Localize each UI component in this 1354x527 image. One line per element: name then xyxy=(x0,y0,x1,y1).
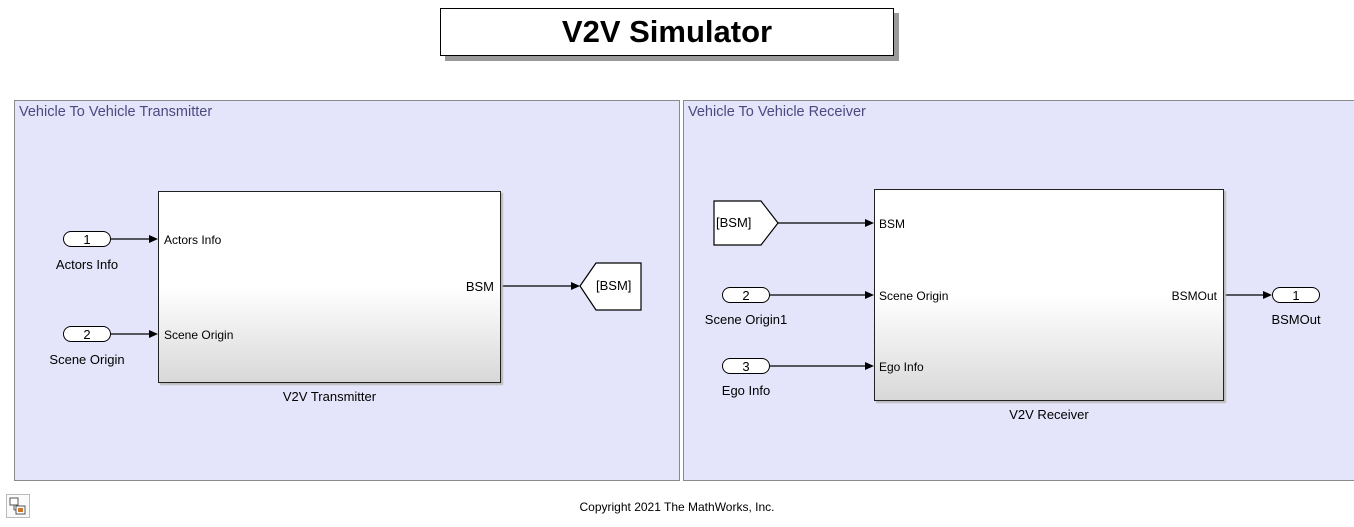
inport-scene-origin1-label: Scene Origin1 xyxy=(704,312,788,327)
model-title-text: V2V Simulator xyxy=(561,14,773,49)
inport-number: 2 xyxy=(83,326,91,342)
outport-bsmout-label: BSMOut xyxy=(1271,312,1321,327)
port-bsmout: BSMOut xyxy=(1171,289,1217,303)
port-scene-origin: Scene Origin xyxy=(879,289,949,303)
goto-tag-bsm[interactable]: [BSM] xyxy=(596,278,632,293)
inport-scene-origin-label: Scene Origin xyxy=(49,352,125,367)
outport-bsmout[interactable]: 1 xyxy=(1272,287,1320,303)
inport-actors-info[interactable]: 1 xyxy=(63,231,111,247)
model-browser-icon[interactable] xyxy=(6,494,30,518)
inport-scene-origin1[interactable]: 2 xyxy=(722,287,770,303)
port-ego-info: Ego Info xyxy=(879,360,924,374)
receiver-area-label: Vehicle To Vehicle Receiver xyxy=(688,104,866,120)
inport-actors-info-label: Actors Info xyxy=(55,257,119,272)
outport-number: 1 xyxy=(1292,287,1300,303)
port-scene-origin: Scene Origin xyxy=(164,328,234,342)
v2v-receiver-block[interactable]: BSM Scene Origin Ego Info BSMOut xyxy=(874,189,1224,401)
inport-ego-info-label: Ego Info xyxy=(721,383,771,398)
inport-number: 3 xyxy=(742,358,750,374)
v2v-receiver-name: V2V Receiver xyxy=(1009,407,1089,422)
v2v-transmitter-name: V2V Transmitter xyxy=(282,389,377,404)
from-tag-bsm[interactable]: [BSM] xyxy=(716,215,752,230)
copyright-text: Copyright 2021 The MathWorks, Inc. xyxy=(579,500,775,514)
inport-number: 1 xyxy=(83,231,91,247)
port-bsm: BSM xyxy=(879,217,906,231)
v2v-transmitter-block[interactable]: Actors Info Scene Origin BSM xyxy=(158,191,501,383)
transmitter-area-label: Vehicle To Vehicle Transmitter xyxy=(19,104,213,120)
inport-scene-origin[interactable]: 2 xyxy=(63,326,111,342)
model-title: V2V Simulator xyxy=(440,8,894,56)
port-bsm: BSM xyxy=(465,279,494,294)
inport-ego-info[interactable]: 3 xyxy=(722,358,770,374)
port-actors-info: Actors Info xyxy=(164,233,222,247)
receiver-area[interactable]: Vehicle To Vehicle Receiver xyxy=(683,100,1354,481)
inport-number: 2 xyxy=(742,287,750,303)
